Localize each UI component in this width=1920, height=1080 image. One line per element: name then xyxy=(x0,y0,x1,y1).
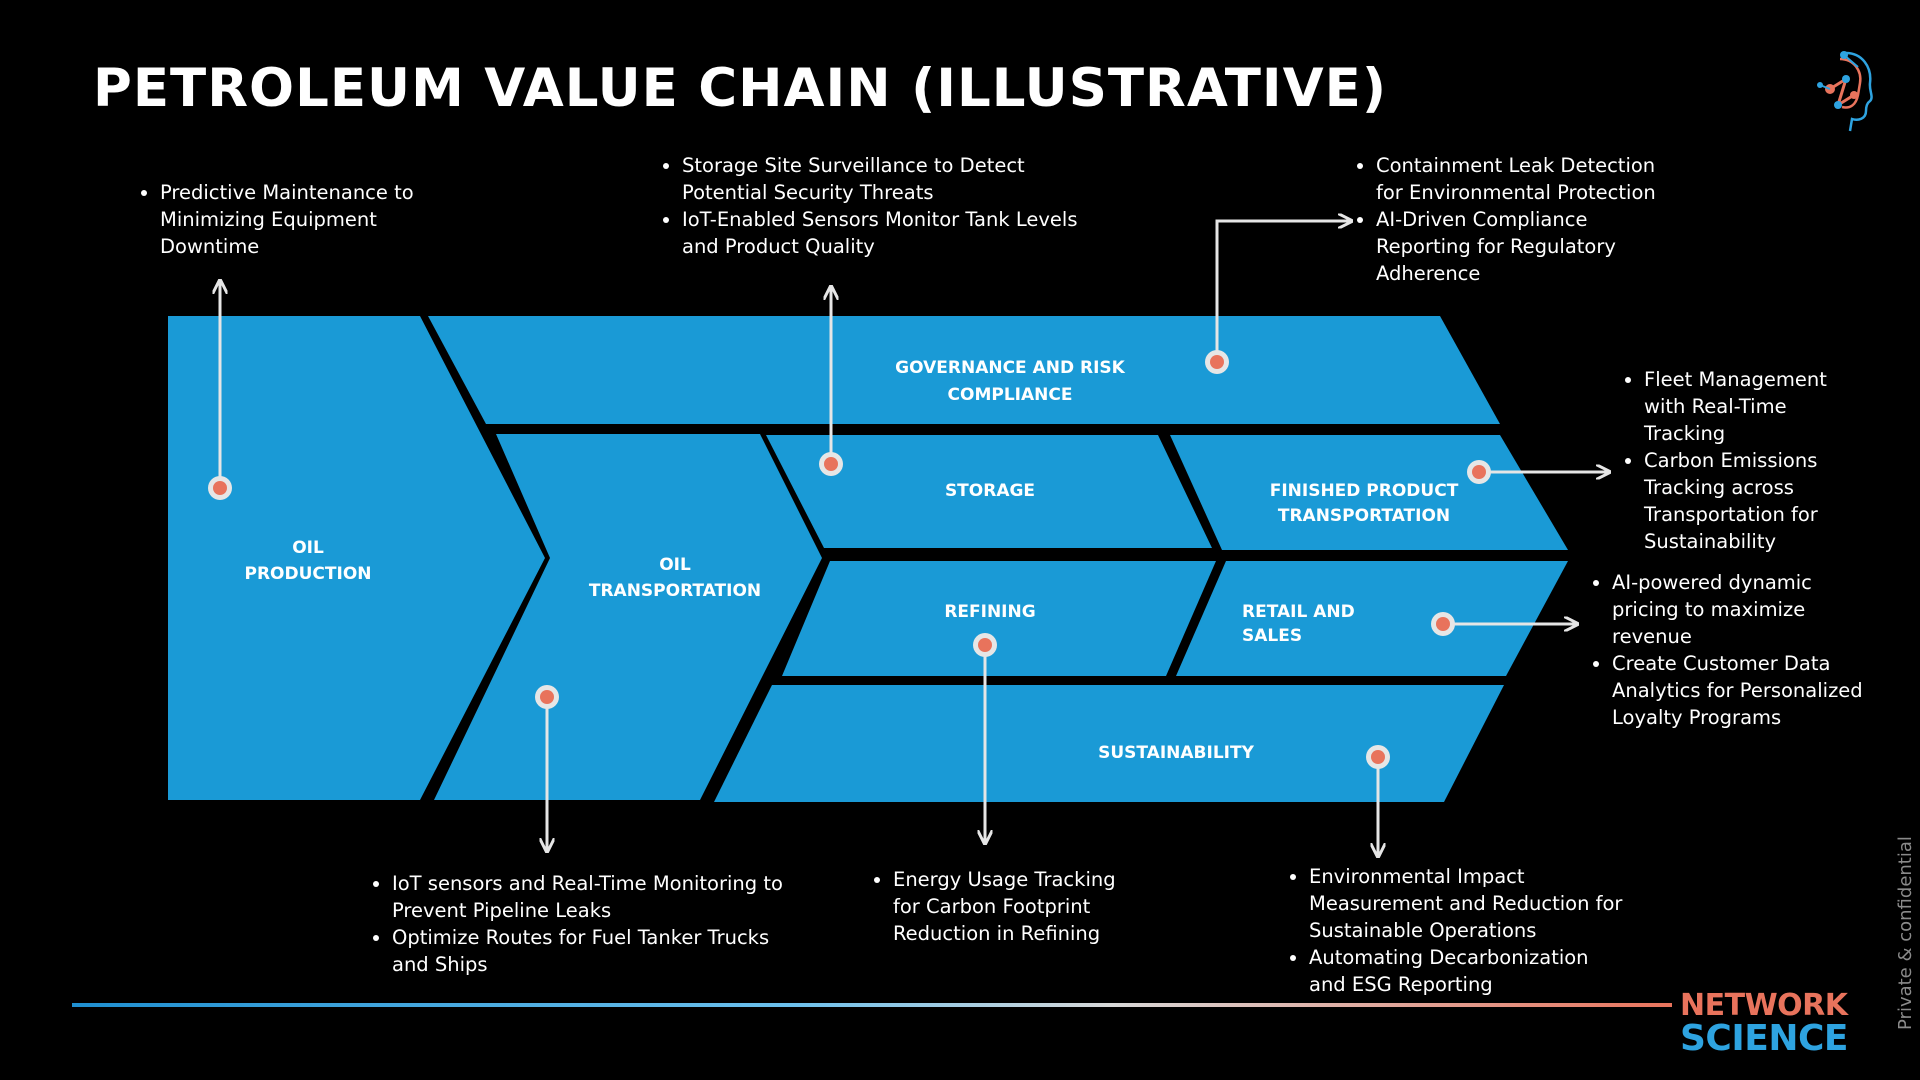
brand-line-2: SCIENCE xyxy=(1680,1018,1848,1059)
note-item: Containment Leak Detection for Environme… xyxy=(1376,152,1684,206)
label-sustainability: SUSTAINABILITY xyxy=(1098,743,1254,763)
brand-line-1: NETWORK xyxy=(1680,988,1848,1023)
label-governance-1: GOVERNANCE AND RISK xyxy=(895,358,1126,378)
note-item: AI-powered dynamic pricing to maximize r… xyxy=(1612,569,1870,650)
dot-marker-icon xyxy=(973,633,997,657)
note-item: Automating Decarbonization and ESG Repor… xyxy=(1309,944,1627,998)
note-item: Predictive Maintenance to Minimizing Equ… xyxy=(160,179,468,260)
label-finished-product-1: FINISHED PRODUCT xyxy=(1270,481,1459,501)
dot-marker-icon xyxy=(1205,350,1229,374)
note-finished-product: Fleet Management with Real-Time Tracking… xyxy=(1622,366,1862,555)
page-title: PETROLEUM VALUE CHAIN (ILLUSTRATIVE) xyxy=(93,58,1388,119)
note-item: Create Customer Data Analytics for Perso… xyxy=(1612,650,1870,731)
note-transportation: IoT sensors and Real-Time Monitoring to … xyxy=(370,870,810,978)
dot-marker-icon xyxy=(1366,745,1390,769)
segment-retail xyxy=(1176,561,1568,676)
label-finished-product-2: TRANSPORTATION xyxy=(1278,506,1450,526)
note-production: Predictive Maintenance to Minimizing Equ… xyxy=(138,179,468,260)
segment-governance xyxy=(428,316,1500,424)
note-item: IoT sensors and Real-Time Monitoring to … xyxy=(392,870,810,924)
note-item: AI-Driven Compliance Reporting for Regul… xyxy=(1376,206,1684,287)
connector-governance xyxy=(1215,221,1350,362)
note-retail: AI-powered dynamic pricing to maximize r… xyxy=(1590,569,1870,731)
note-governance: Containment Leak Detection for Environme… xyxy=(1354,152,1684,287)
label-retail-1: RETAIL AND xyxy=(1242,602,1355,622)
note-storage: Storage Site Surveillance to Detect Pote… xyxy=(660,152,1090,260)
dot-marker-icon xyxy=(535,685,559,709)
segment-refining xyxy=(782,561,1216,676)
note-item: Optimize Routes for Fuel Tanker Trucks a… xyxy=(392,924,810,978)
markers xyxy=(208,350,1491,769)
brand-logo: NETWORK SCIENCE xyxy=(1680,990,1848,1057)
label-governance-2: COMPLIANCE xyxy=(948,385,1073,405)
label-refining: REFINING xyxy=(944,602,1035,622)
label-oil-production-1: OIL xyxy=(292,538,324,558)
dot-marker-icon xyxy=(1467,460,1491,484)
note-refining: Energy Usage Tracking for Carbon Footpri… xyxy=(871,866,1141,947)
note-item: Fleet Management with Real-Time Tracking xyxy=(1644,366,1862,447)
label-oil-transportation-2: TRANSPORTATION xyxy=(589,581,761,601)
dot-marker-icon xyxy=(208,476,232,500)
segment-oil-transportation xyxy=(434,434,822,800)
label-storage: STORAGE xyxy=(945,481,1035,501)
note-item: Energy Usage Tracking for Carbon Footpri… xyxy=(893,866,1141,947)
confidential-notice: Private & confidential xyxy=(1895,836,1916,1030)
label-retail-2: SALES xyxy=(1242,626,1302,646)
segment-oil-production xyxy=(168,316,545,800)
segment-sustainability xyxy=(714,685,1504,802)
head-network-logo-icon xyxy=(1817,51,1873,132)
dot-marker-icon xyxy=(1431,612,1455,636)
dot-marker-icon xyxy=(819,452,843,476)
label-oil-transportation-1: OIL xyxy=(659,555,691,575)
note-item: Carbon Emissions Tracking across Transpo… xyxy=(1644,447,1862,555)
segment-storage xyxy=(766,435,1212,548)
note-item: Environmental Impact Measurement and Red… xyxy=(1309,863,1627,944)
footer-gradient-line xyxy=(72,1003,1672,1007)
note-item: Storage Site Surveillance to Detect Pote… xyxy=(682,152,1090,206)
segment-finished-product xyxy=(1170,435,1568,550)
note-item: IoT-Enabled Sensors Monitor Tank Levels … xyxy=(682,206,1090,260)
note-sustainability: Environmental Impact Measurement and Red… xyxy=(1287,863,1627,998)
label-oil-production-2: PRODUCTION xyxy=(245,564,372,584)
